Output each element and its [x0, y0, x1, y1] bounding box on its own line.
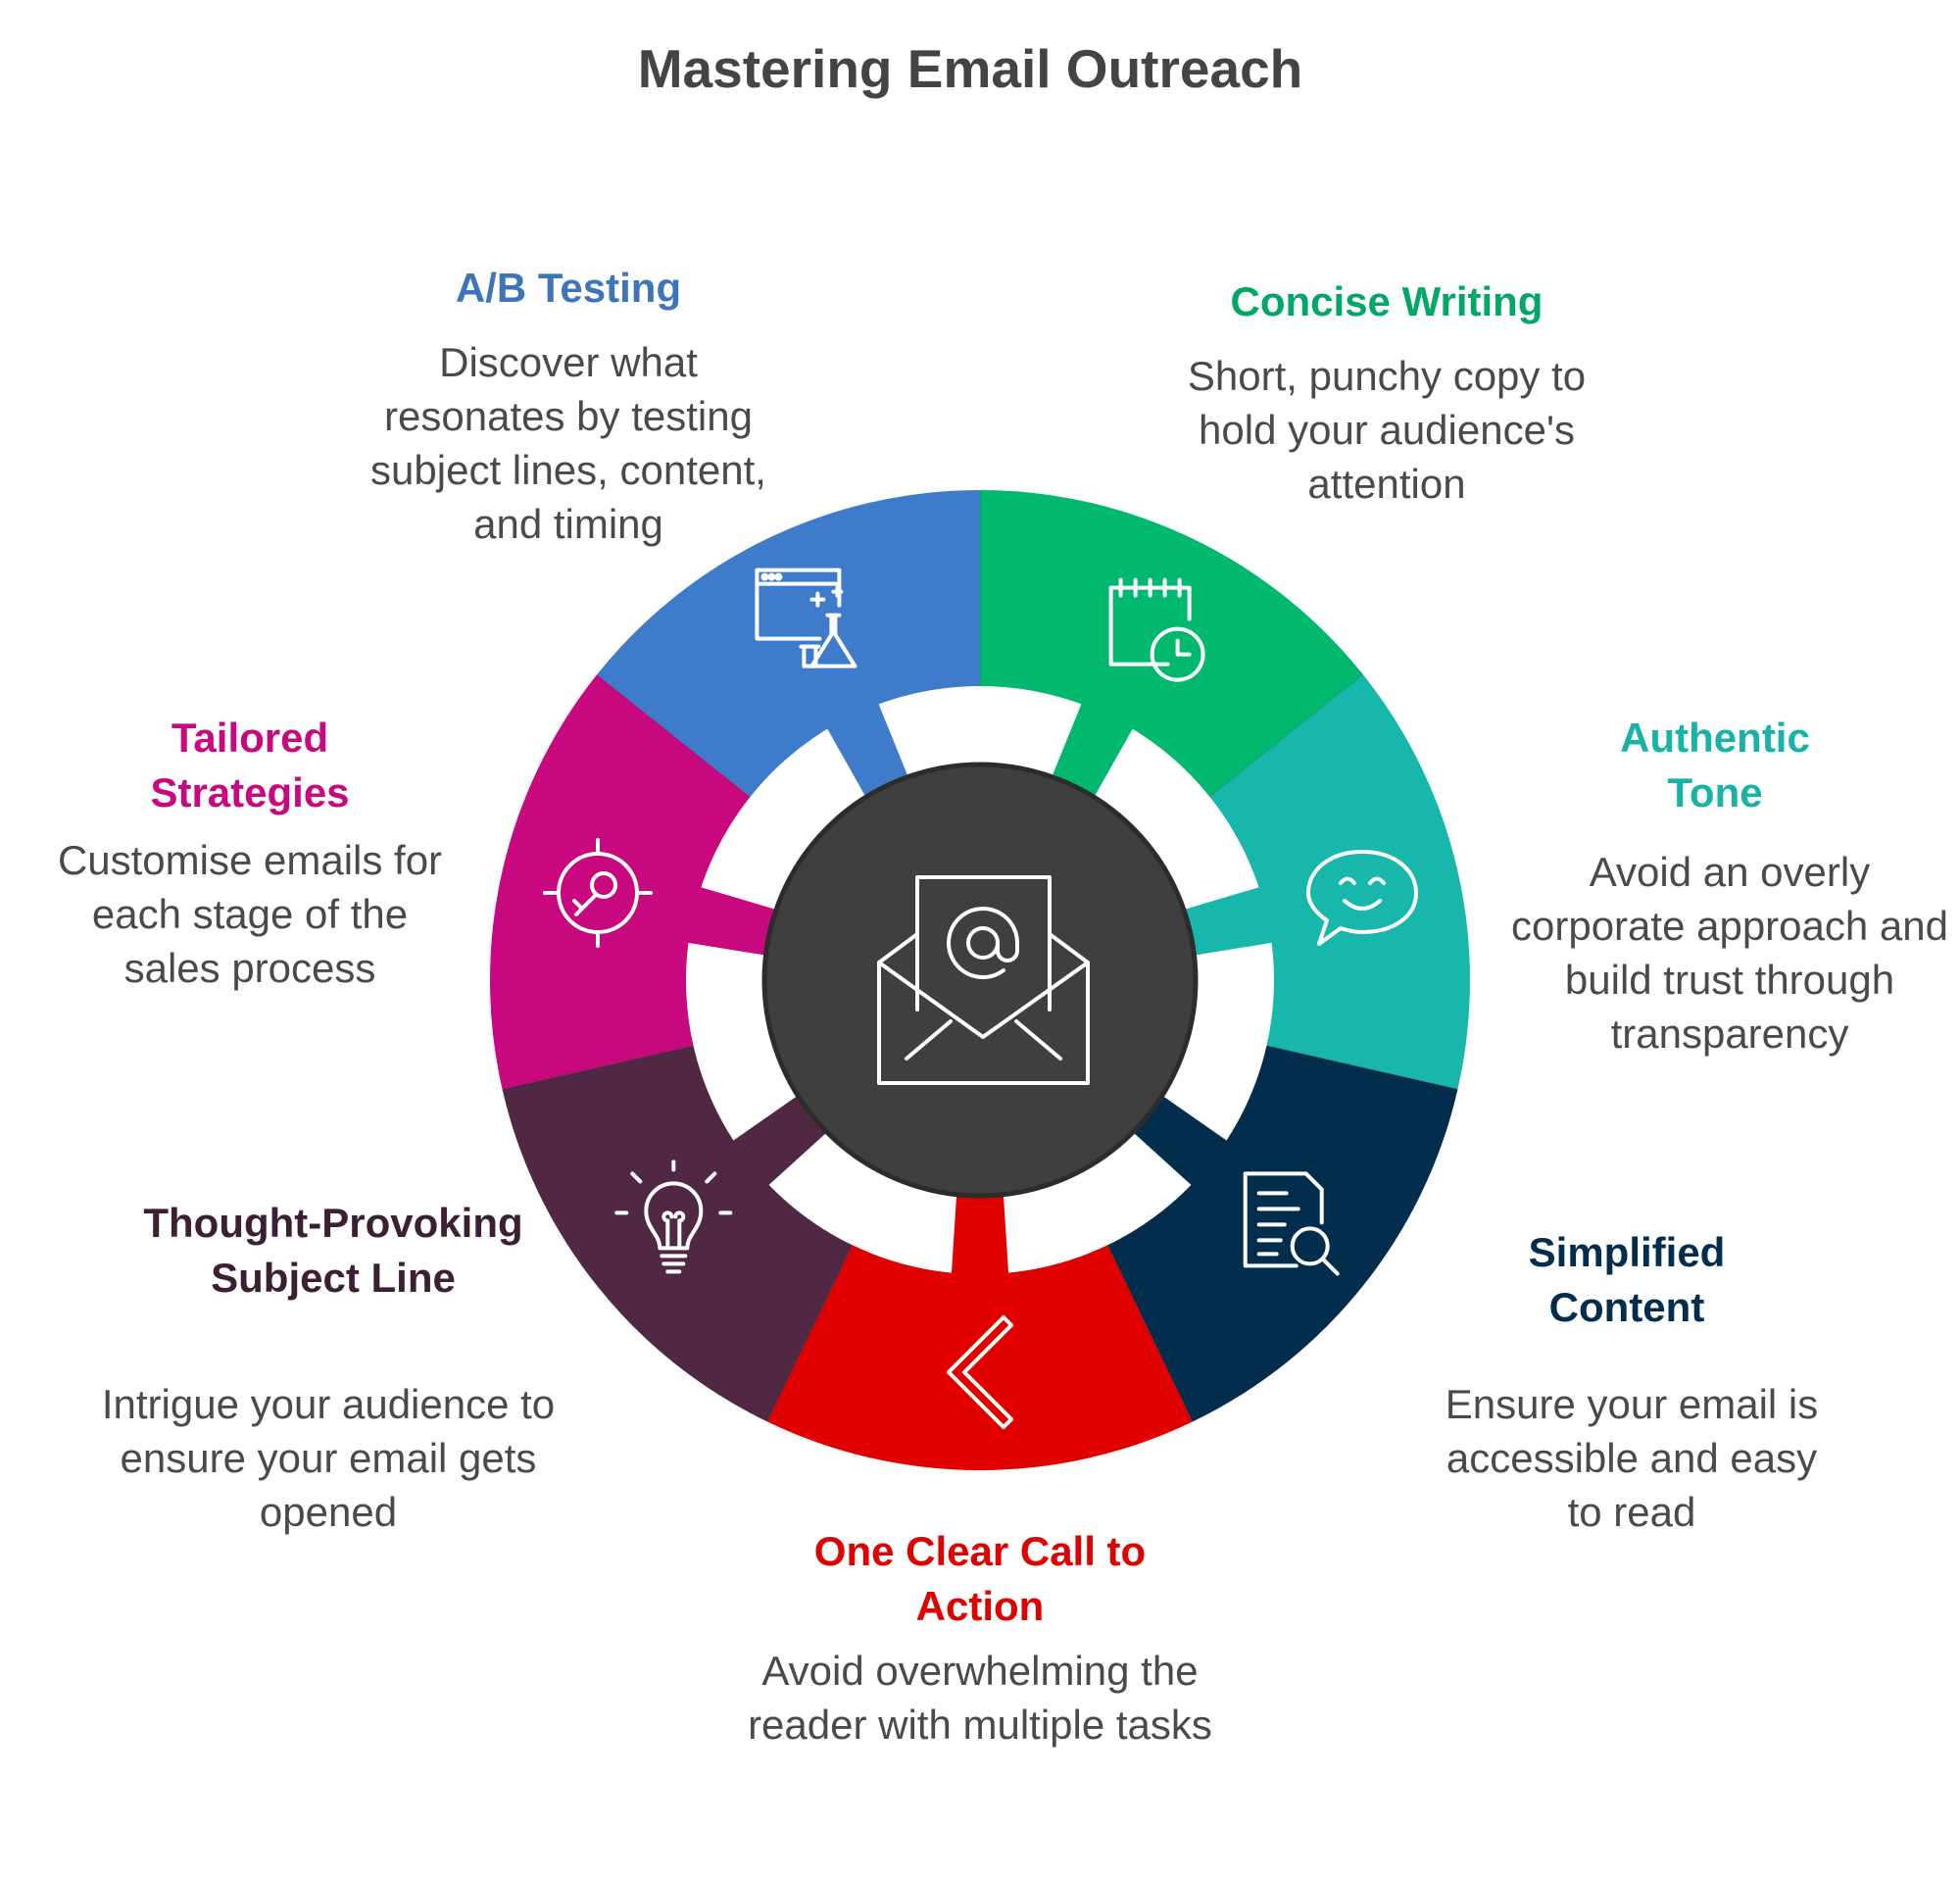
block-simplified-content-desc: Ensure your email is accessible and easy… — [1441, 1377, 1823, 1539]
heading-ab-testing: A/B Testing — [455, 265, 682, 311]
desc-concise-writing: Short, punchy copy to hold your audience… — [1187, 353, 1587, 507]
target-key-icon — [543, 838, 653, 948]
document-search-icon — [1243, 1171, 1340, 1276]
block-thought-provoking-desc: Intrigue your audience to ensure your em… — [93, 1377, 564, 1539]
desc-thought-provoking-subject-line: Intrigue your audience to ensure your em… — [101, 1381, 556, 1535]
block-call-to-action-desc: Avoid overwhelming the reader with multi… — [720, 1644, 1240, 1752]
heading-concise-writing: Concise Writing — [1230, 278, 1544, 324]
segment-divider — [1208, 673, 1364, 798]
segment-ring-ab-testing — [597, 490, 980, 797]
block-thought-provoking: Thought-Provoking Subject Line — [127, 1196, 539, 1306]
segment-divider — [1106, 1244, 1194, 1422]
segment-divider — [1266, 1044, 1458, 1091]
block-simplified-content: Simplified Content — [1499, 1225, 1754, 1335]
block-call-to-action: One Clear Call to Action — [794, 1524, 1166, 1634]
segment-ring-thought-provoking-subject-line — [502, 1045, 853, 1422]
segment-divider — [502, 1044, 694, 1091]
heading-simplified-content: Simplified Content — [1528, 1229, 1726, 1330]
heading-tailored-strategies: Tailored Strategies — [150, 715, 350, 815]
center-hub — [761, 762, 1199, 1199]
heading-thought-provoking-subject-line: Thought-Provoking Subject Line — [143, 1200, 523, 1301]
block-authentic-tone-heading: Authentic Tone — [1568, 711, 1862, 820]
smile-speech-bubble-icon — [1306, 850, 1418, 946]
segment-ring-tailored-strategies — [489, 674, 751, 1090]
desc-simplified-content: Ensure your email is accessible and easy… — [1445, 1381, 1819, 1535]
segment-ring-simplified-content — [1107, 1045, 1458, 1422]
segment-divider — [596, 673, 752, 798]
email-at-icon — [877, 875, 1090, 1085]
desc-authentic-tone: Avoid an overly corporate approach and b… — [1511, 849, 1948, 1057]
heading-authentic-tone: Authentic Tone — [1620, 715, 1810, 815]
desc-tailored-strategies: Customise emails for each stage of the s… — [57, 837, 443, 991]
segment-divider — [766, 1244, 854, 1422]
desc-ab-testing: Discover what resonates by testing subje… — [370, 339, 766, 547]
browser-flask-icon — [755, 568, 858, 668]
block-concise-writing: Concise Writing Short, punchy copy to ho… — [1156, 274, 1617, 511]
calendar-clock-icon — [1108, 577, 1205, 682]
segment-spoke-one-clear-call-to-action — [951, 1174, 1009, 1277]
diagram-title: Mastering Email Outreach — [637, 38, 1303, 99]
chevron-left-icon — [947, 1315, 1013, 1429]
heading-one-clear-call-to-action: One Clear Call to Action — [813, 1528, 1147, 1629]
block-tailored-strategies-heading: Tailored Strategies — [113, 711, 387, 820]
block-tailored-strategies-desc: Customise emails for each stage of the s… — [49, 833, 451, 995]
lightbulb-icon — [614, 1160, 733, 1274]
segment-one-clear-call-to-action — [767, 1174, 1193, 1470]
segment-ring-concise-writing — [980, 490, 1363, 797]
desc-one-clear-call-to-action: Avoid overwhelming the reader with multi… — [748, 1648, 1212, 1748]
block-authentic-tone-desc: Avoid an overly corporate approach and b… — [1504, 845, 1955, 1061]
block-ab-testing: A/B Testing Discover what resonates by t… — [323, 261, 813, 551]
